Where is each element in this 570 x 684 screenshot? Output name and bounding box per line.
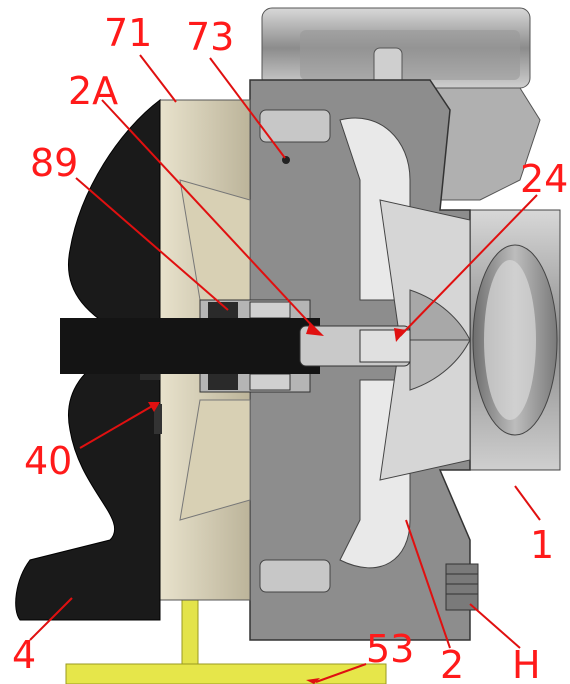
leader-71: [139, 54, 177, 103]
motor-housing: [261, 7, 541, 201]
leader-89: [75, 177, 229, 311]
leader-h: [469, 603, 521, 649]
leader-4: [29, 597, 73, 641]
callout-71: 71: [104, 11, 152, 55]
shaft: [60, 318, 411, 374]
callout-40: 40: [24, 439, 72, 483]
outlet-flange: [469, 209, 561, 471]
leader-2a: [101, 99, 317, 331]
leader-73: [209, 57, 286, 159]
callout-2: 2: [440, 643, 464, 684]
callout-4: 4: [12, 633, 36, 677]
callout-53: 53: [366, 627, 414, 671]
callout-h: H: [512, 643, 541, 684]
callout-2a: 2A: [68, 69, 118, 113]
leader-arrowheads: [148, 322, 406, 684]
callout-labels: 71 73 2A 89 24 40 1 4 2 53 H: [12, 11, 568, 684]
callout-1: 1: [530, 523, 554, 567]
leader-24: [399, 194, 538, 337]
base-plate: [65, 589, 387, 684]
leader-53: [315, 663, 367, 683]
callout-89: 89: [30, 141, 78, 185]
seal-assembly: [199, 299, 311, 393]
callout-24: 24: [520, 157, 568, 201]
callout-73: 73: [186, 15, 234, 59]
leader-40: [79, 404, 155, 449]
leader-2: [405, 519, 451, 649]
leader-1: [514, 485, 541, 521]
leader-lines: [29, 54, 541, 683]
